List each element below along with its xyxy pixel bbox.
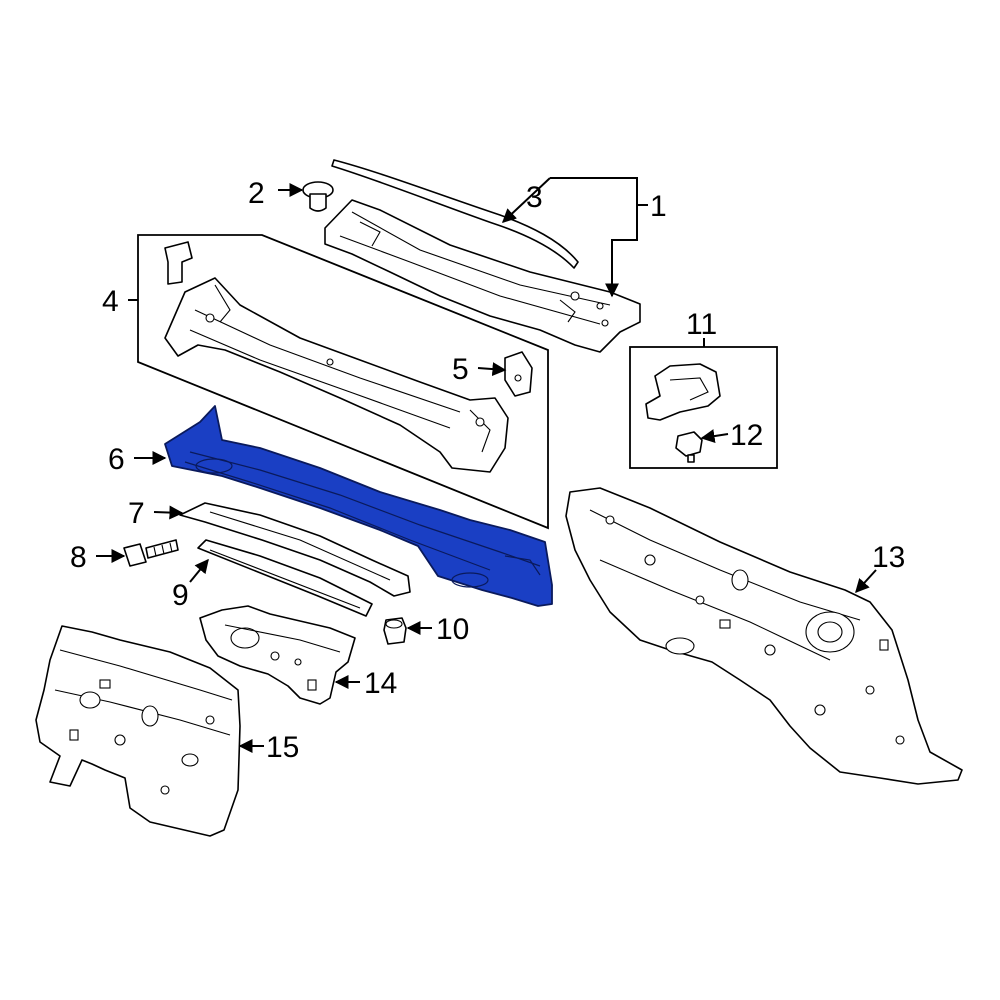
callout-13: 13 [872, 541, 905, 574]
callout-12: 12 [730, 419, 763, 452]
callout-11: 11 [686, 308, 717, 341]
callout-2: 2 [248, 177, 265, 210]
part-4-cowl-upper[interactable] [164, 241, 509, 473]
callout-9: 9 [172, 579, 189, 612]
callout-14: 14 [364, 667, 397, 700]
callout-15: 15 [266, 731, 299, 764]
part-13-dash-panel[interactable] [565, 487, 963, 785]
callout-1: 1 [650, 190, 667, 223]
part-6-body [164, 405, 553, 607]
group-box-4 [137, 234, 549, 530]
part-2-clip[interactable] [302, 181, 334, 212]
callout-4: 4 [102, 285, 119, 318]
callout-labels: 1 2 3 4 5 6 7 8 9 10 11 12 13 14 15 [70, 177, 905, 764]
leader-lines [96, 177, 877, 753]
callout-10: 10 [436, 613, 469, 646]
part-6-cowl-panel-highlighted[interactable] [164, 405, 553, 607]
callout-5: 5 [452, 353, 469, 386]
part-5-bracket[interactable] [504, 351, 533, 397]
part-1-cowl-panel[interactable] [324, 199, 641, 353]
part-3-seal[interactable] [331, 159, 579, 269]
part-15-dash-insulator[interactable] [35, 625, 241, 837]
callout-3: 3 [526, 181, 543, 214]
part-8-bolt[interactable] [123, 539, 179, 567]
callout-6: 6 [108, 443, 125, 476]
part-7-reinforcement[interactable] [179, 502, 411, 597]
part-10-grommet[interactable] [383, 617, 407, 645]
part-14-insulator[interactable] [199, 605, 356, 705]
callout-8: 8 [70, 541, 87, 574]
part-9-bar[interactable] [197, 539, 373, 617]
part-11-bracket[interactable] [645, 363, 721, 421]
callout-7: 7 [128, 497, 145, 530]
part-12-push-pin[interactable] [675, 431, 703, 463]
